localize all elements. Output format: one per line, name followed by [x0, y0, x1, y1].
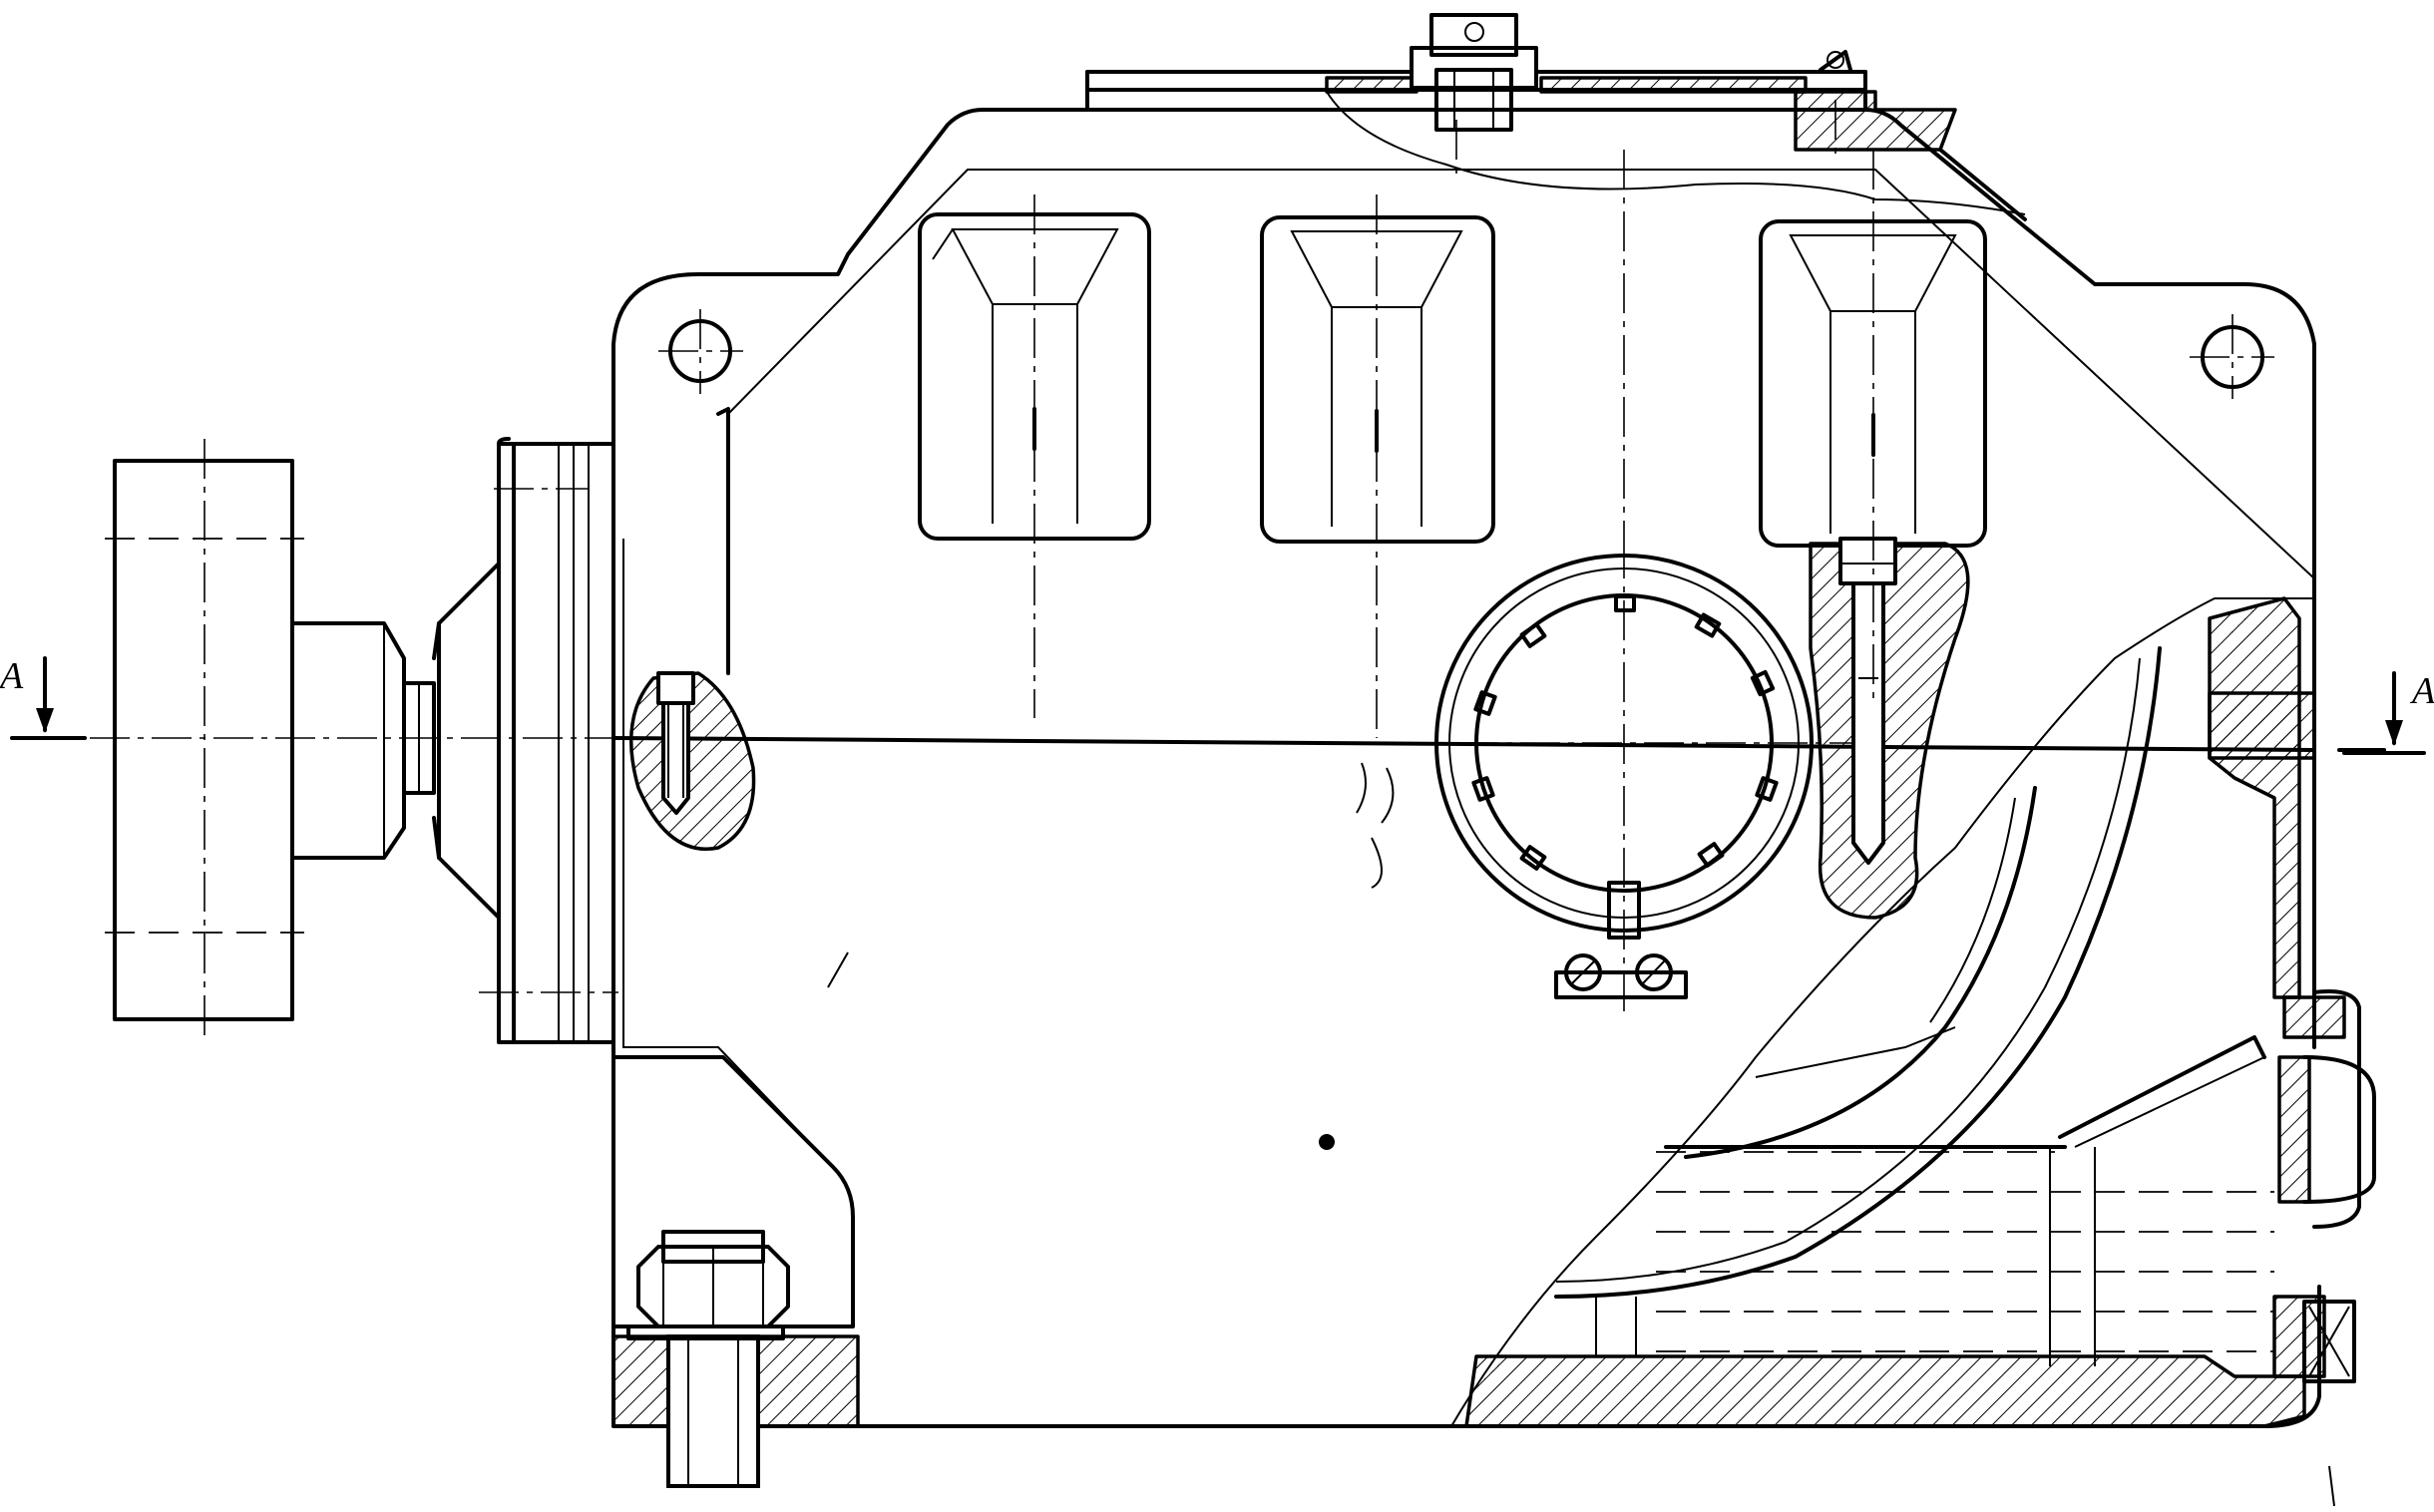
base-section [611, 1334, 2306, 1488]
section-marker-right: A [2342, 670, 2434, 755]
oil-level [1656, 1151, 2274, 1352]
bore-keys [1471, 594, 1779, 871]
output-bore [1397, 539, 1855, 1017]
gear-cutaway [1450, 597, 2314, 1427]
foundation-bolt [626, 1230, 790, 1340]
right-bolt-section [1809, 537, 1970, 920]
housing-outline [611, 108, 2321, 1428]
centerlines [90, 100, 1874, 1037]
left-bolt-section [628, 671, 756, 851]
lifting-hole-left [658, 309, 743, 394]
misc-marks [827, 762, 2335, 1507]
bearing-boss-2 [1260, 215, 1495, 544]
section-marker-left: A [0, 655, 87, 740]
input-hub [290, 562, 501, 920]
right-wall-section [2208, 596, 2386, 999]
input-flange [497, 437, 615, 1044]
top-cover [1085, 13, 2027, 221]
section-label-left: A [0, 655, 24, 697]
oil-gauge [2277, 989, 2376, 1229]
section-label-right: A [2409, 670, 2434, 712]
lifting-hole-right [2190, 314, 2274, 399]
drain-plug [2272, 1295, 2356, 1383]
